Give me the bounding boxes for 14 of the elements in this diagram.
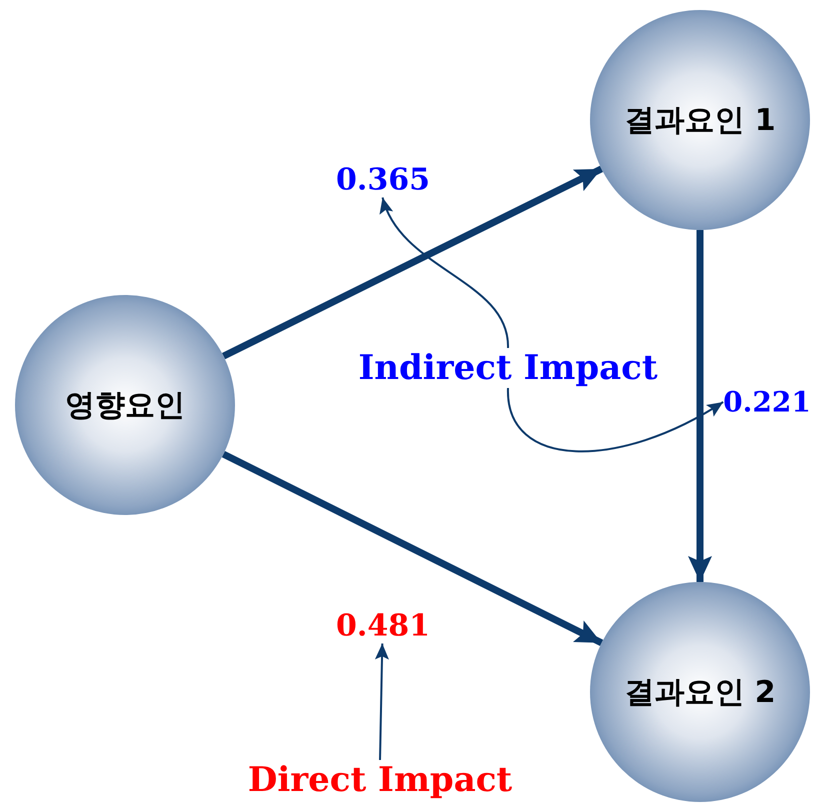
curved-arrow: [381, 197, 509, 348]
impact-label: Direct Impact: [248, 760, 512, 800]
factor-circle: 영향요인: [15, 295, 235, 515]
arrow: [222, 451, 604, 646]
coefficient-label: 0.481: [336, 608, 430, 644]
impact-label: Indirect Impact: [358, 348, 658, 388]
curved-arrow: [507, 388, 724, 452]
arrow: [222, 166, 603, 360]
factor-circle: 결과요인 1: [590, 10, 810, 230]
coefficient-label: 0.365: [336, 162, 430, 198]
arrow: [688, 230, 712, 582]
arrow: [374, 643, 389, 760]
factor-circle: 결과요인 2: [590, 582, 810, 802]
coefficient-label: 0.221: [723, 386, 811, 418]
